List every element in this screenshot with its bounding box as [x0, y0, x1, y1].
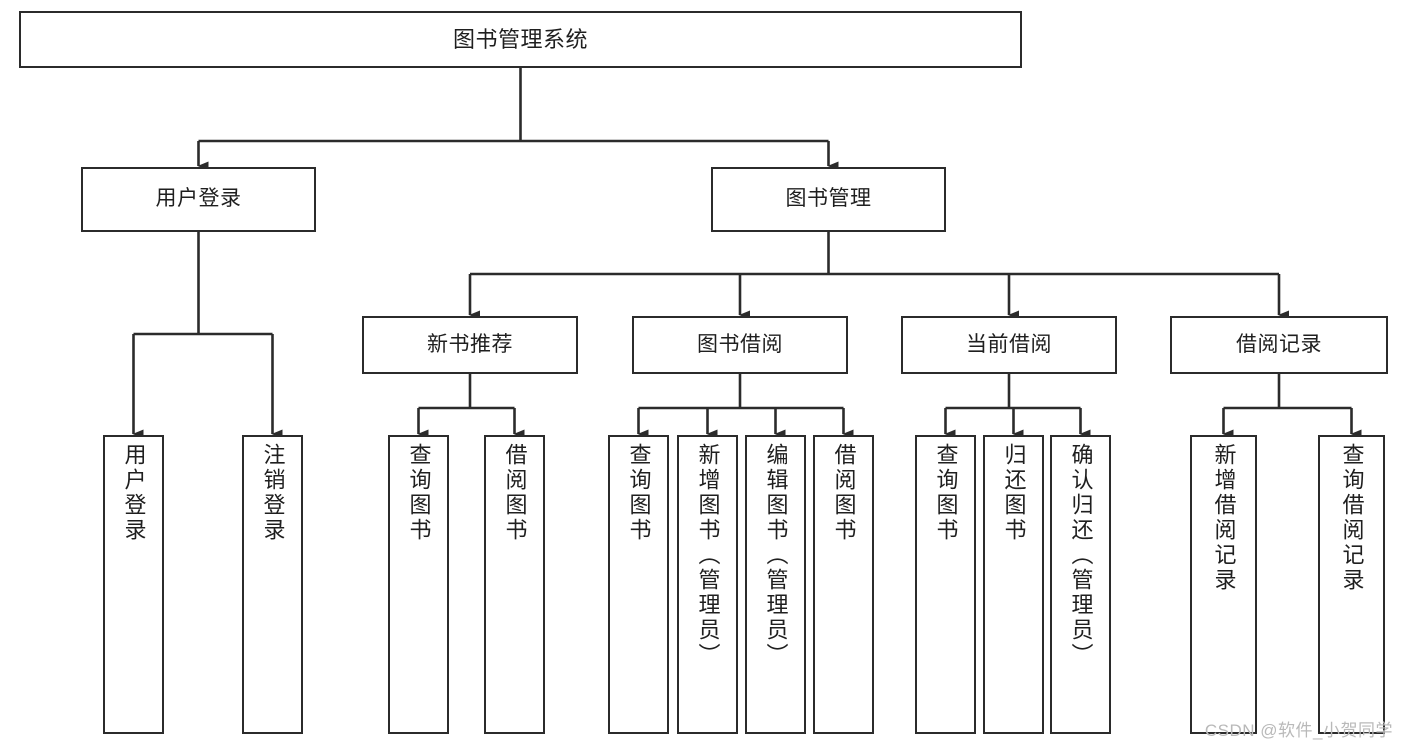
- csdn-watermark: CSDN @软件_小贺同学: [1204, 721, 1393, 740]
- node-label-leaf-borrow-book-1: 借阅图书: [502, 443, 528, 543]
- node-leaf-query-book-1: 查询图书: [388, 435, 449, 734]
- node-leaf-user-login: 用户登录: [103, 435, 164, 734]
- node-leaf-user-logout: 注销登录: [242, 435, 303, 734]
- node-leaf-query-record: 查询借阅记录: [1318, 435, 1385, 734]
- node-new-book-rec: 新书推荐: [362, 316, 578, 374]
- node-label-leaf-borrow-book-2: 借阅图书: [831, 443, 857, 543]
- node-leaf-edit-book: 编辑图书（管理员）: [745, 435, 806, 734]
- node-user-login: 用户登录: [81, 167, 316, 232]
- node-label-leaf-edit-book: 编辑图书（管理员）: [763, 443, 789, 668]
- node-label-book-borrow: 图书借阅: [697, 332, 783, 356]
- node-label-current-borrow: 当前借阅: [966, 332, 1052, 356]
- node-label-root: 图书管理系统: [452, 26, 588, 52]
- node-label-leaf-query-book-1: 查询图书: [406, 443, 432, 543]
- node-label-leaf-query-record: 查询借阅记录: [1339, 443, 1365, 593]
- node-leaf-query-book-2: 查询图书: [608, 435, 669, 734]
- node-label-leaf-user-login: 用户登录: [121, 443, 147, 543]
- node-leaf-borrow-book-2: 借阅图书: [813, 435, 874, 734]
- node-label-leaf-confirm-return: 确认归还（管理员）: [1068, 443, 1094, 668]
- node-leaf-add-book: 新增图书（管理员）: [677, 435, 738, 734]
- node-label-user-login: 用户登录: [155, 187, 242, 211]
- node-label-leaf-return-book: 归还图书: [1001, 443, 1027, 543]
- node-root: 图书管理系统: [19, 11, 1022, 68]
- node-label-borrow-record: 借阅记录: [1236, 332, 1322, 356]
- node-book-manage: 图书管理: [711, 167, 946, 232]
- node-leaf-borrow-book-1: 借阅图书: [484, 435, 545, 734]
- node-label-leaf-add-book: 新增图书（管理员）: [695, 443, 721, 668]
- node-label-book-manage: 图书管理: [785, 187, 872, 211]
- node-book-borrow: 图书借阅: [632, 316, 848, 374]
- node-label-leaf-query-book-2: 查询图书: [626, 443, 652, 543]
- node-leaf-confirm-return: 确认归还（管理员）: [1050, 435, 1111, 734]
- node-label-new-book-rec: 新书推荐: [427, 332, 513, 356]
- edges-group: [132, 68, 1362, 439]
- node-leaf-add-record: 新增借阅记录: [1190, 435, 1257, 734]
- node-borrow-record: 借阅记录: [1170, 316, 1388, 374]
- node-leaf-query-book-3: 查询图书: [915, 435, 976, 734]
- node-leaf-return-book: 归还图书: [983, 435, 1044, 734]
- node-label-leaf-query-book-3: 查询图书: [933, 443, 959, 543]
- node-label-leaf-user-logout: 注销登录: [260, 443, 286, 543]
- node-current-borrow: 当前借阅: [901, 316, 1117, 374]
- node-label-leaf-add-record: 新增借阅记录: [1211, 443, 1237, 593]
